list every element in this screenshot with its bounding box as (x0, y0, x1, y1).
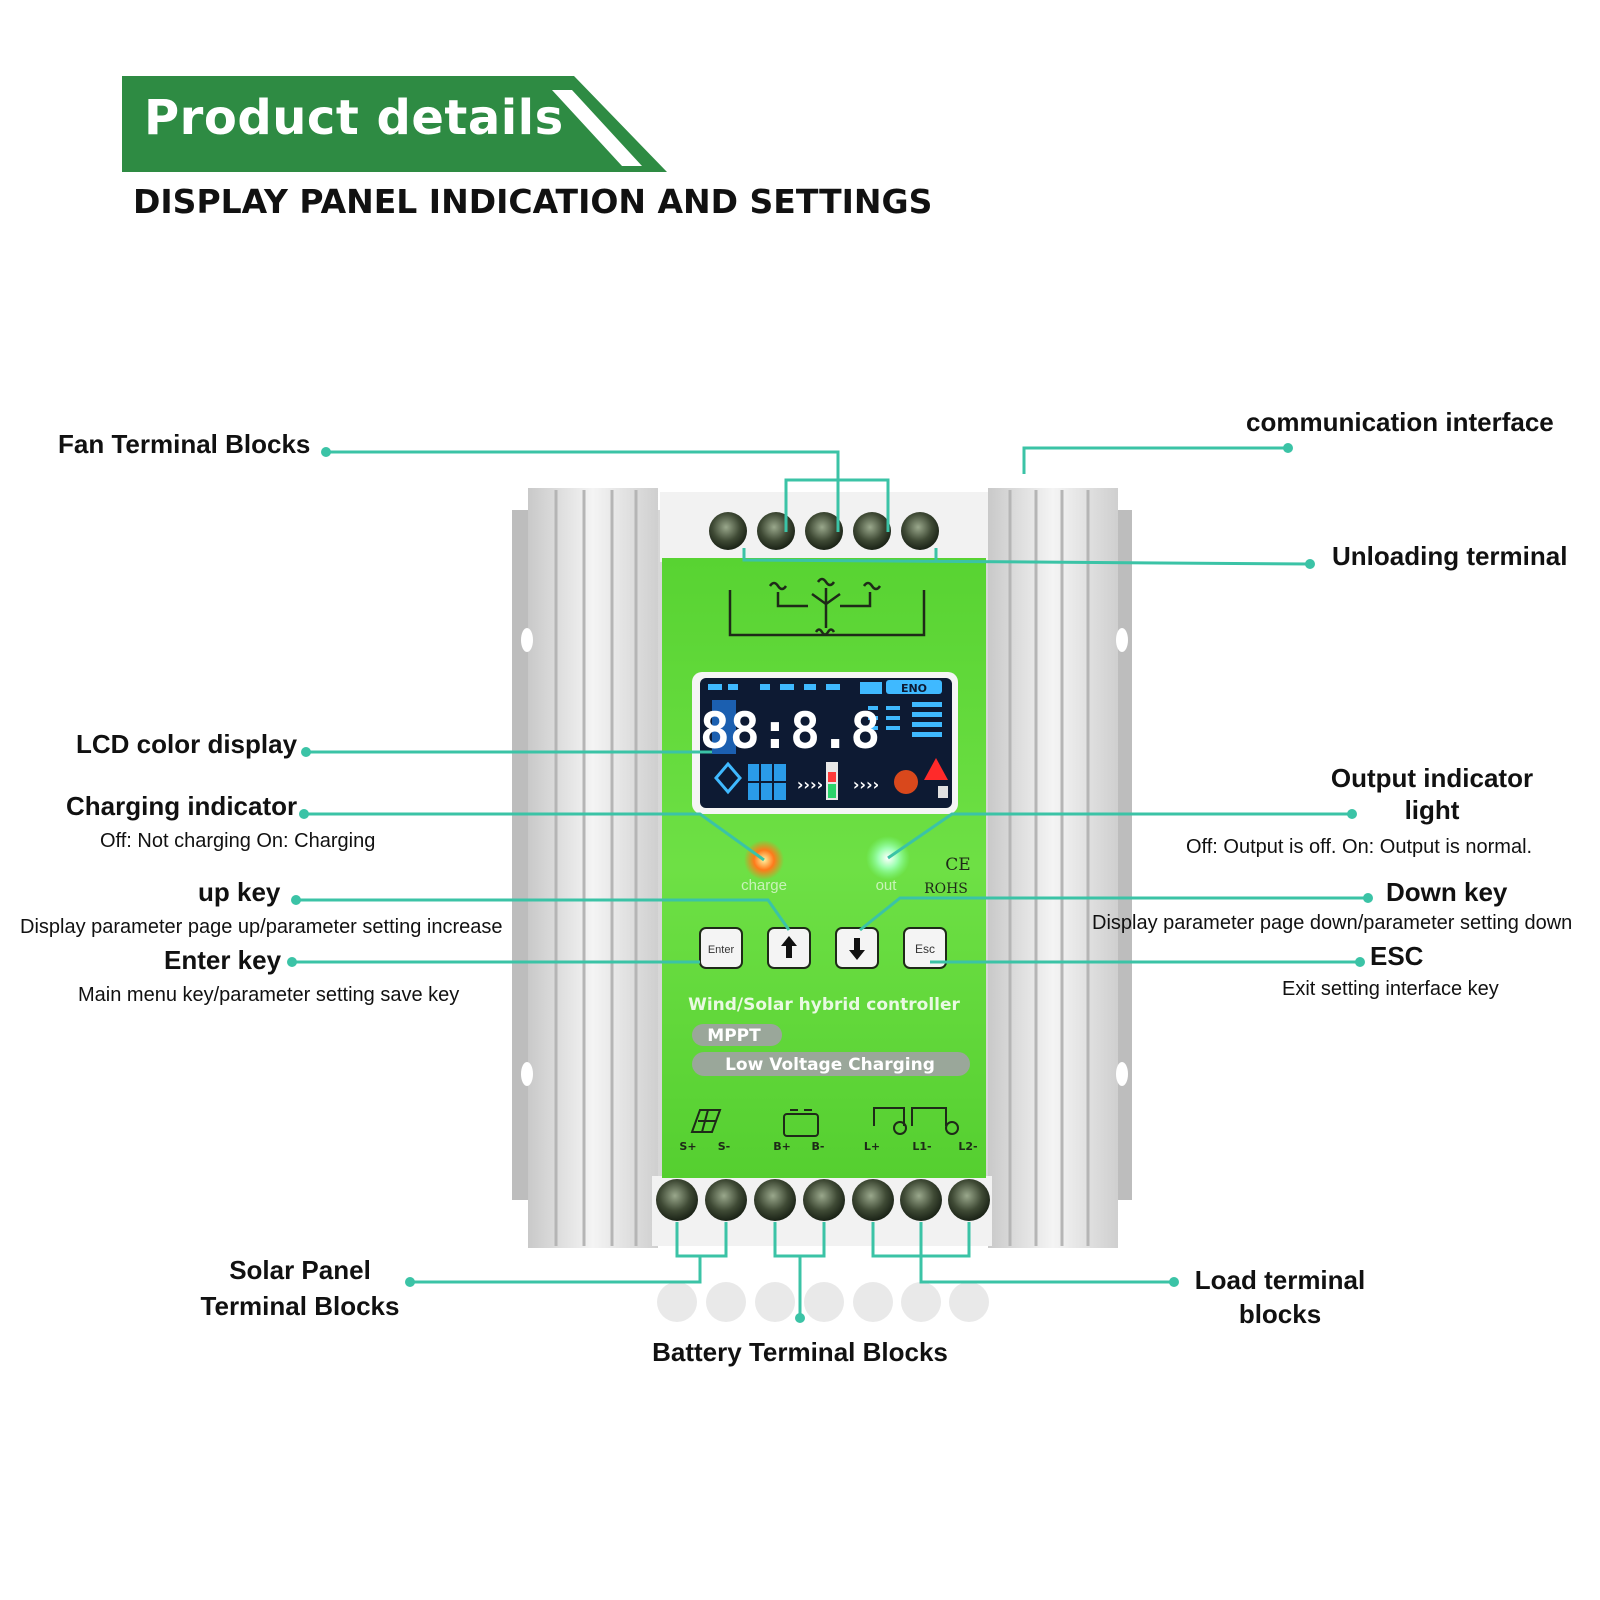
lcd-arrows-left: ›››› (797, 775, 823, 794)
left-heatsink (512, 488, 658, 1248)
output-indicator-desc: Off: Output is off. On: Output is normal… (1186, 836, 1533, 858)
lcd-details: ENO (708, 680, 948, 800)
down-key-desc: Display parameter page down/parameter se… (1092, 912, 1573, 934)
svg-text:S+: S+ (679, 1140, 696, 1153)
top-terminals (709, 512, 939, 550)
down-key-label: Down key (1386, 877, 1508, 907)
lcd-display-label: LCD color display (76, 729, 298, 759)
svg-text:L2-: L2- (958, 1140, 977, 1153)
header-banner: Product details (122, 76, 667, 172)
rohs-mark: ROHS (924, 881, 968, 897)
leader-lines (292, 446, 1368, 1318)
mppt-tag: MPPT (707, 1026, 761, 1046)
solar-terminal-label-line2: Terminal Blocks (200, 1291, 400, 1321)
out-led-label: out (876, 877, 898, 894)
svg-text:B+: B+ (773, 1140, 791, 1153)
low-voltage-tag-bg (692, 1052, 970, 1076)
down-arrow-icon (849, 938, 865, 960)
output-indicator-label-line2: light (1404, 795, 1460, 825)
communication-interface-label: communication interface (1246, 407, 1554, 437)
svg-text:B-: B- (812, 1140, 825, 1153)
svg-text:S-: S- (718, 1140, 731, 1153)
enter-button-shape (699, 927, 743, 969)
enter-key-label: Enter key (164, 945, 282, 975)
terminal-symbols (690, 1107, 959, 1137)
page-subtitle: DISPLAY PANEL INDICATION AND SETTINGS (133, 182, 933, 221)
wind-turbine-symbol (728, 577, 926, 637)
bottom-terminals (656, 1179, 990, 1221)
product-name: Wind/Solar hybrid controller (688, 995, 960, 1015)
battery-terminal-label: Battery Terminal Blocks (652, 1337, 948, 1367)
load-terminal-label-line2: blocks (1238, 1299, 1322, 1329)
charging-indicator-desc: Off: Not charging On: Charging (100, 830, 376, 852)
leader-dots (287, 443, 1373, 1323)
mppt-tag-bg (692, 1024, 782, 1046)
banner-title: Product details (144, 90, 564, 146)
esc-key-label: ESC (1370, 941, 1424, 971)
esc-key-desc: Exit setting interface key (1282, 978, 1499, 1000)
banner-shape (122, 76, 667, 172)
up-arrow-icon (781, 936, 797, 958)
terminal-labels: S+ S- B+ B- L+ L1- L2- (679, 1140, 977, 1153)
lcd-arrows-right: ›››› (853, 775, 879, 794)
front-panel (662, 558, 986, 1178)
enter-button-label: Enter (708, 944, 735, 956)
esc-button-shape (903, 927, 947, 969)
ce-mark: CE (945, 855, 970, 875)
svg-text:L1-: L1- (912, 1140, 931, 1153)
fan-terminal-label: Fan Terminal Blocks (58, 429, 311, 459)
low-voltage-tag: Low Voltage Charging (725, 1055, 935, 1075)
charge-led-label: charge (741, 877, 787, 894)
up-key-desc: Display parameter page up/parameter sett… (20, 916, 503, 938)
output-indicator-label-line1: Output indicator (1330, 763, 1534, 793)
solar-terminal-label-line1: Solar Panel (229, 1255, 371, 1285)
lcd-digits: 88:8.8 (700, 702, 881, 760)
up-key-label: up key (198, 877, 281, 907)
svg-text:ENO: ENO (901, 682, 927, 695)
unloading-terminal-label: Unloading terminal (1332, 541, 1568, 571)
right-heatsink (988, 488, 1132, 1248)
charging-indicator-label: Charging indicator (66, 791, 298, 821)
terminal-reflection (657, 1282, 989, 1322)
enter-key-desc: Main menu key/parameter setting save key (78, 984, 460, 1006)
load-terminal-label-line1: Load terminal (1194, 1265, 1366, 1295)
svg-text:L+: L+ (864, 1140, 880, 1153)
esc-button-label: Esc (915, 942, 935, 956)
